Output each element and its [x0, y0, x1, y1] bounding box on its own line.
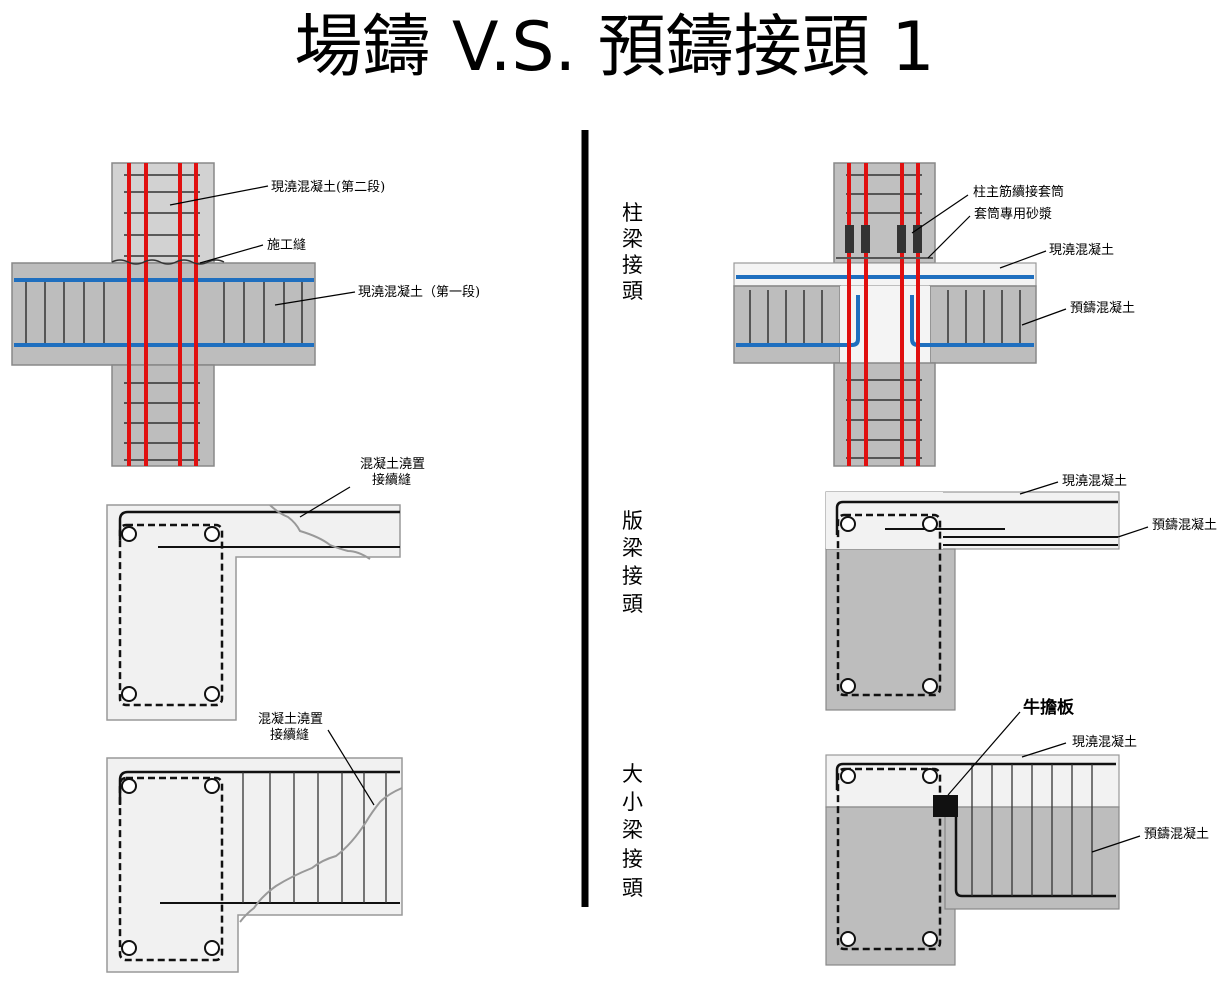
label-pour-joint-1b: 接續縫 [372, 472, 411, 488]
svg-text:梁: 梁 [622, 536, 643, 560]
svg-text:版: 版 [622, 509, 643, 533]
label-coupler: 柱主筋續接套筒 [973, 184, 1064, 200]
label-grout: 套筒專用砂漿 [974, 206, 1052, 222]
label-cast-in-place-2: 現澆混凝土 [1062, 473, 1127, 489]
svg-text:頭: 頭 [622, 279, 643, 303]
svg-text:梁: 梁 [622, 818, 643, 842]
left-slab-beam-joint: 混凝土澆置 接續縫 [106, 456, 425, 721]
label-precast-2: 預鑄混凝土 [1152, 517, 1217, 533]
label-cast-in-place-3: 現澆混凝土 [1072, 734, 1137, 750]
right-main-secondary-beam-joint: 牛擔板 現澆混凝土 預鑄混凝土 [825, 697, 1209, 966]
page-title: 場鑄 V.S. 預鑄接頭 1 [294, 8, 935, 87]
section-label-column-beam: 柱 梁 接 頭 [622, 201, 643, 303]
right-column-beam-joint: 柱主筋續接套筒 套筒專用砂漿 現澆混凝土 預鑄混凝土 [733, 162, 1135, 467]
label-construction-joint: 施工縫 [267, 238, 306, 253]
label-cast-first: 現澆混凝土（第一段) [358, 284, 480, 300]
label-cast-in-place-1: 現澆混凝土 [1049, 242, 1114, 258]
section-label-main-secondary-beam: 大 小 梁 接 頭 [622, 762, 643, 900]
left-main-secondary-beam-joint: 混凝土澆置 接續縫 [106, 711, 403, 973]
left-column-beam-joint: 現澆混凝土(第二段) 施工縫 現澆混凝土（第一段) [11, 162, 480, 467]
svg-text:大: 大 [622, 762, 643, 786]
label-precast-3: 預鑄混凝土 [1144, 826, 1209, 842]
section-label-slab-beam: 版 梁 接 頭 [622, 509, 643, 616]
label-pour-joint-1a: 混凝土澆置 [360, 456, 425, 472]
right-slab-beam-joint: 現澆混凝土 預鑄混凝土 [825, 473, 1217, 711]
corbel-plate [933, 795, 958, 817]
label-pour-joint-2b: 接續縫 [270, 727, 309, 743]
label-corbel: 牛擔板 [1023, 697, 1075, 718]
label-cast-second: 現澆混凝土(第二段) [271, 179, 385, 195]
svg-text:梁: 梁 [622, 227, 643, 251]
svg-text:柱: 柱 [622, 201, 643, 225]
label-precast-1: 預鑄混凝土 [1070, 300, 1135, 316]
svg-text:接: 接 [622, 847, 643, 871]
svg-text:頭: 頭 [622, 592, 643, 616]
svg-text:頭: 頭 [622, 876, 643, 900]
svg-text:小: 小 [622, 790, 643, 814]
svg-text:接: 接 [622, 253, 643, 277]
label-pour-joint-2a: 混凝土澆置 [258, 711, 323, 727]
svg-text:接: 接 [622, 564, 643, 588]
